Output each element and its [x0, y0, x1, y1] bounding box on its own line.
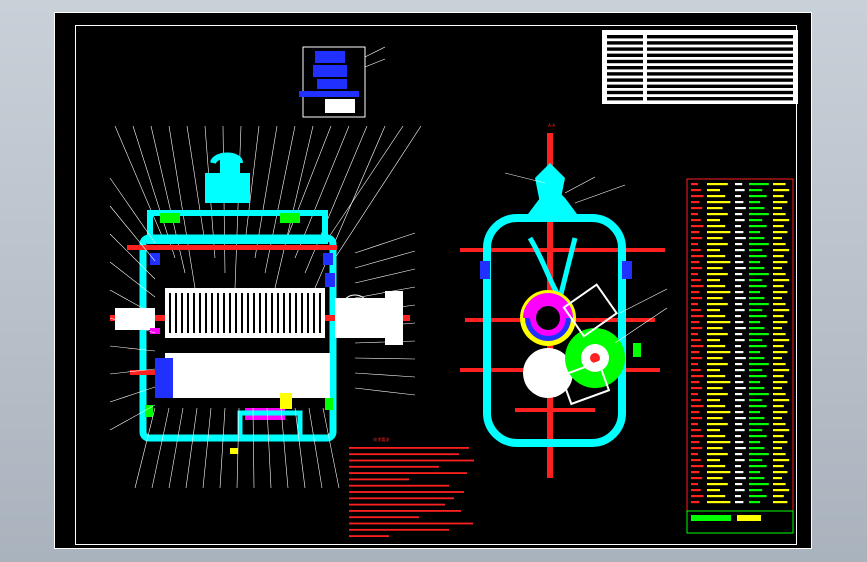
parameter-table — [602, 30, 798, 104]
section-label: A-A — [548, 123, 555, 128]
cad-drawing-viewport[interactable]: A-A — [54, 12, 812, 549]
notes-title: 技术要求 — [373, 436, 391, 443]
gearbox-section-aa: A-A — [460, 123, 668, 478]
gearbox-main-section — [109, 125, 422, 489]
technical-notes: 技术要求 — [349, 436, 474, 537]
detail-view-top — [299, 46, 386, 118]
parts-list-table — [686, 178, 794, 534]
drawing-border — [75, 25, 797, 545]
cad-drawing-canvas: A-A — [109, 30, 798, 537]
